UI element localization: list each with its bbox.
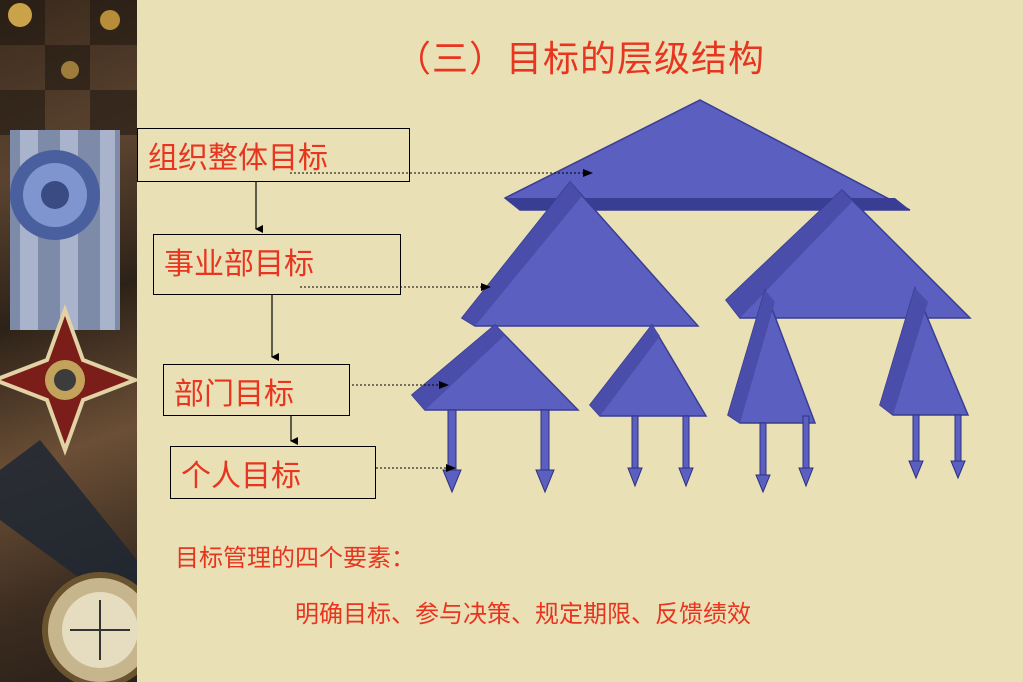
department-triangle-4	[879, 285, 970, 416]
individual-arrow	[627, 415, 643, 488]
top-level-triangle	[503, 99, 911, 211]
decorative-photo-strip	[0, 0, 137, 682]
individual-arrow	[535, 409, 555, 494]
department-triangle-1	[410, 323, 580, 411]
level-box-department: 部门目标	[163, 364, 350, 416]
level-box-organization: 组织整体目标	[137, 128, 410, 182]
individual-arrow	[798, 415, 814, 488]
individual-arrow	[678, 415, 694, 488]
page-title: （三）目标的层级结构	[394, 39, 765, 80]
individual-arrow	[442, 409, 462, 494]
summary-heading: 目标管理的四个要素：	[175, 544, 415, 572]
department-triangle-3	[727, 287, 817, 424]
individual-arrows	[442, 409, 966, 494]
level-box-individual: 个人目标	[170, 446, 376, 499]
summary-elements: 明确目标、参与决策、规定期限、反馈绩效	[295, 600, 751, 628]
level-connectors	[255, 181, 298, 445]
department-triangle-2	[589, 323, 708, 417]
individual-arrow	[755, 422, 771, 494]
division-triangle-right	[724, 188, 972, 319]
dotted-pointers	[290, 169, 593, 472]
individual-arrow	[950, 414, 966, 480]
individual-arrow	[908, 414, 924, 480]
division-triangle-left	[460, 180, 700, 327]
medals-compass-image	[0, 0, 137, 682]
level-box-division: 事业部目标	[153, 234, 401, 295]
